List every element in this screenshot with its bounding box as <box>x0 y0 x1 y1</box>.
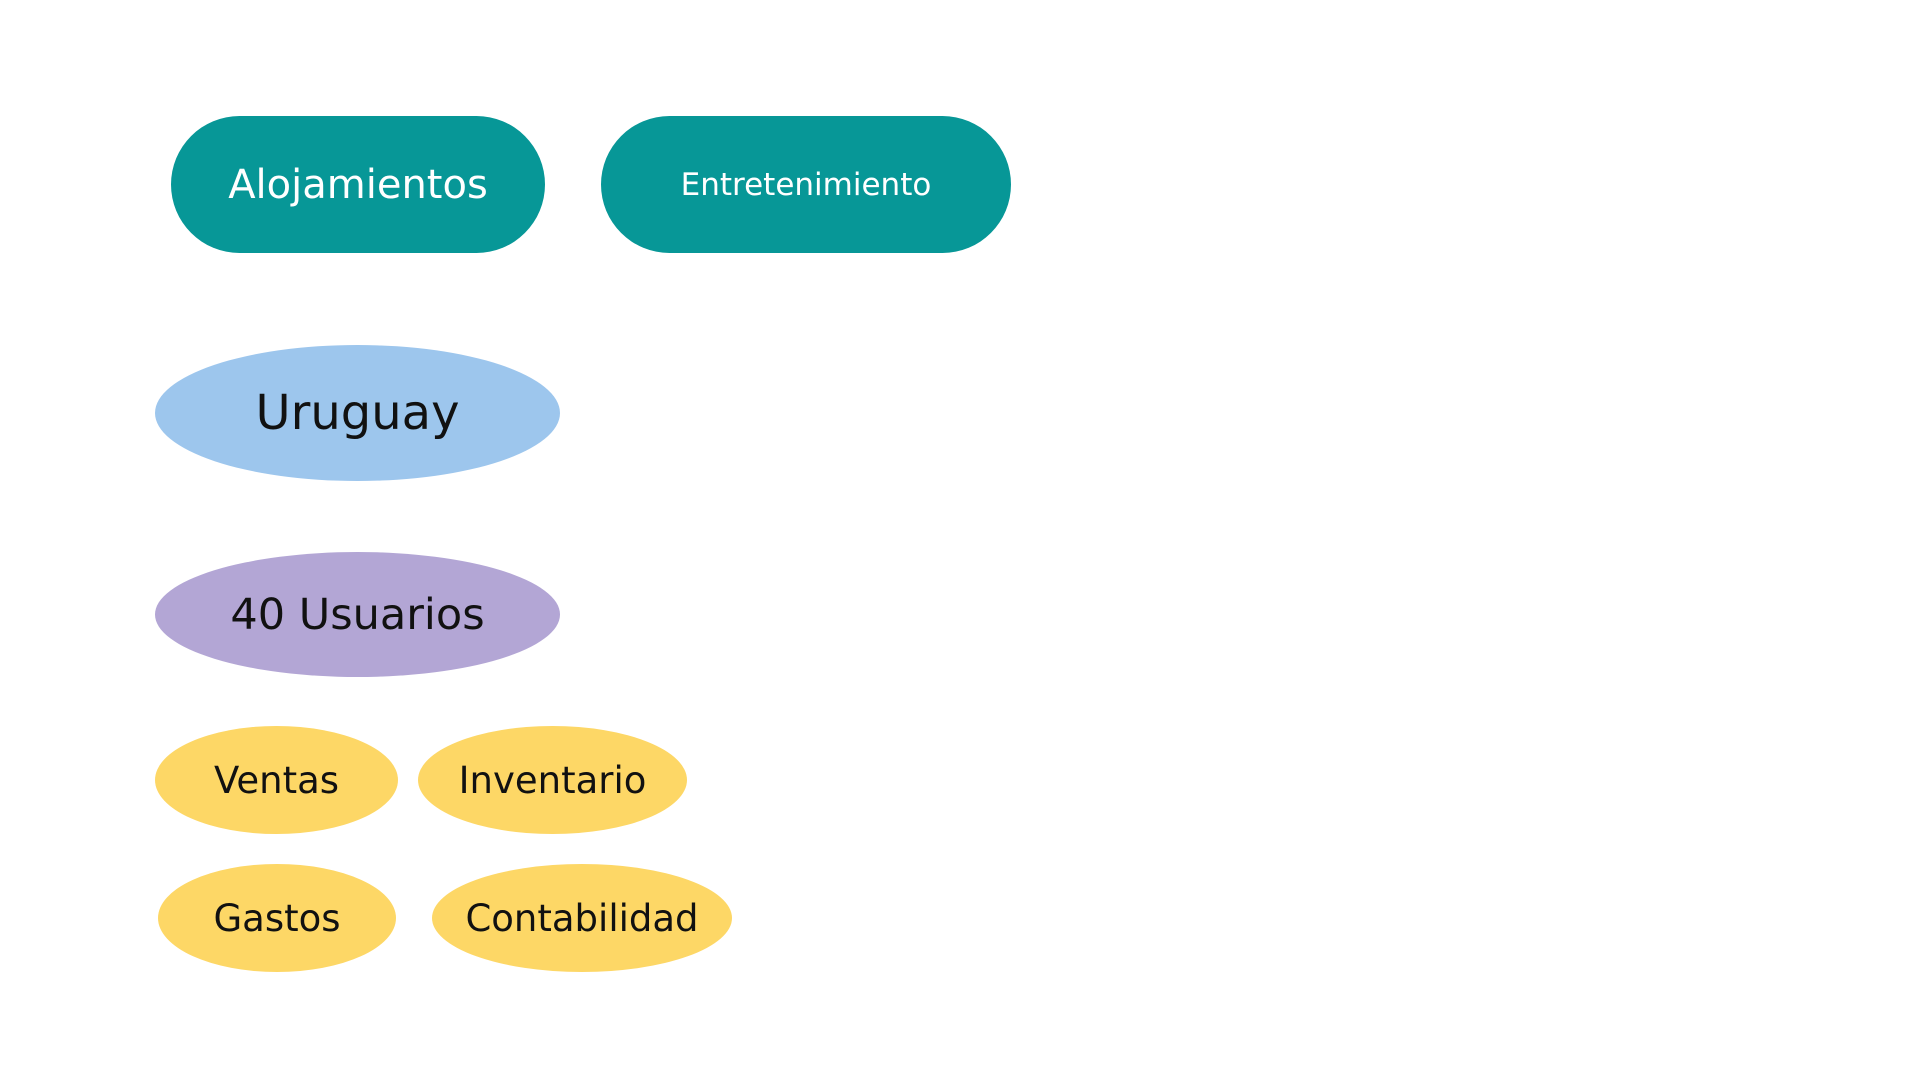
module-tag-contabilidad: Contabilidad <box>432 864 732 972</box>
module-label: Gastos <box>213 896 341 940</box>
module-label: Ventas <box>213 758 340 802</box>
users-tag: 40 Usuarios <box>155 552 560 677</box>
country-label: Uruguay <box>255 385 460 441</box>
users-label: 40 Usuarios <box>230 589 485 640</box>
module-label: Inventario <box>458 758 647 802</box>
country-tag: Uruguay <box>155 345 560 481</box>
category-tag-entretenimiento: Entretenimiento <box>601 116 1011 253</box>
category-label: Alojamientos <box>228 161 488 208</box>
module-tag-inventario: Inventario <box>418 726 687 834</box>
category-label: Entretenimiento <box>680 166 932 203</box>
module-label: Contabilidad <box>465 896 699 940</box>
module-tag-ventas: Ventas <box>155 726 398 834</box>
category-tag-alojamientos: Alojamientos <box>171 116 545 253</box>
module-tag-gastos: Gastos <box>158 864 396 972</box>
